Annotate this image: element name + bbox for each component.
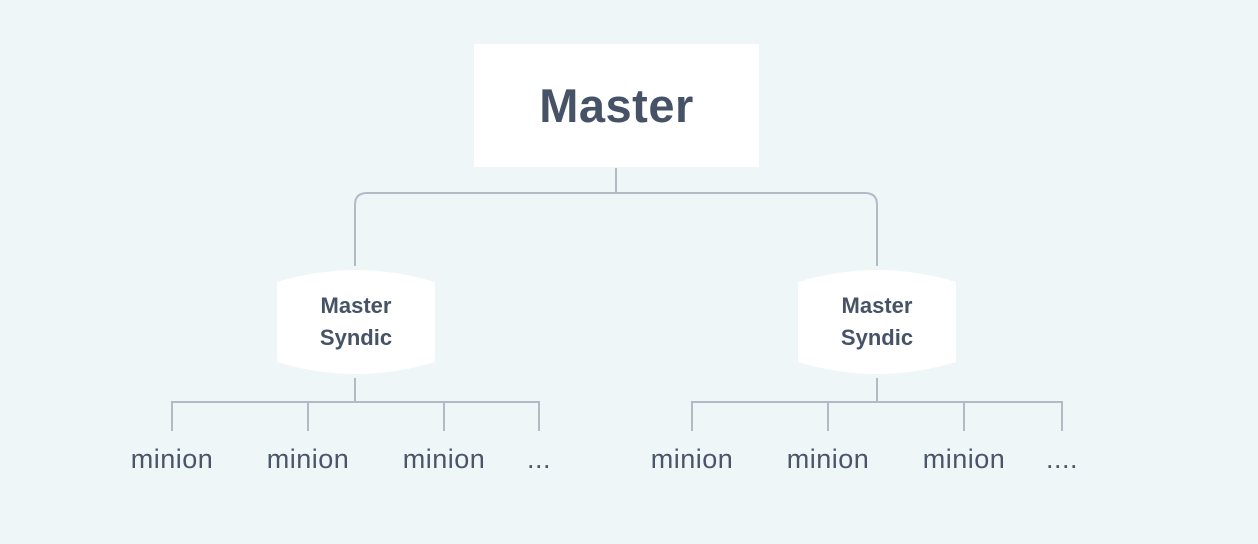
- minion-label: minion: [266, 444, 350, 474]
- master-syndic-node-left: Master Syndic: [277, 266, 435, 378]
- more-minions-ellipsis: ....: [1045, 444, 1078, 474]
- right-syndic-connector: [691, 378, 1063, 431]
- minion-label: minion: [786, 444, 870, 474]
- master-label: Master: [539, 79, 694, 132]
- minion-label: minion: [650, 444, 734, 474]
- minion-label: minion: [402, 444, 486, 474]
- syndic-label-line2: Syndic: [840, 325, 914, 350]
- syndic-label-line1: Master: [841, 293, 913, 318]
- syndic-label-line1: Master: [320, 293, 392, 318]
- master-node: Master: [474, 44, 759, 167]
- left-syndic-connector: [171, 378, 540, 431]
- minion-label: minion: [130, 444, 214, 474]
- syndic-label-line2: Syndic: [319, 325, 393, 350]
- master-connector: [354, 168, 878, 266]
- more-minions-ellipsis: ...: [526, 444, 551, 474]
- minion-label: minion: [922, 444, 1006, 474]
- master-syndic-node-right: Master Syndic: [798, 266, 956, 378]
